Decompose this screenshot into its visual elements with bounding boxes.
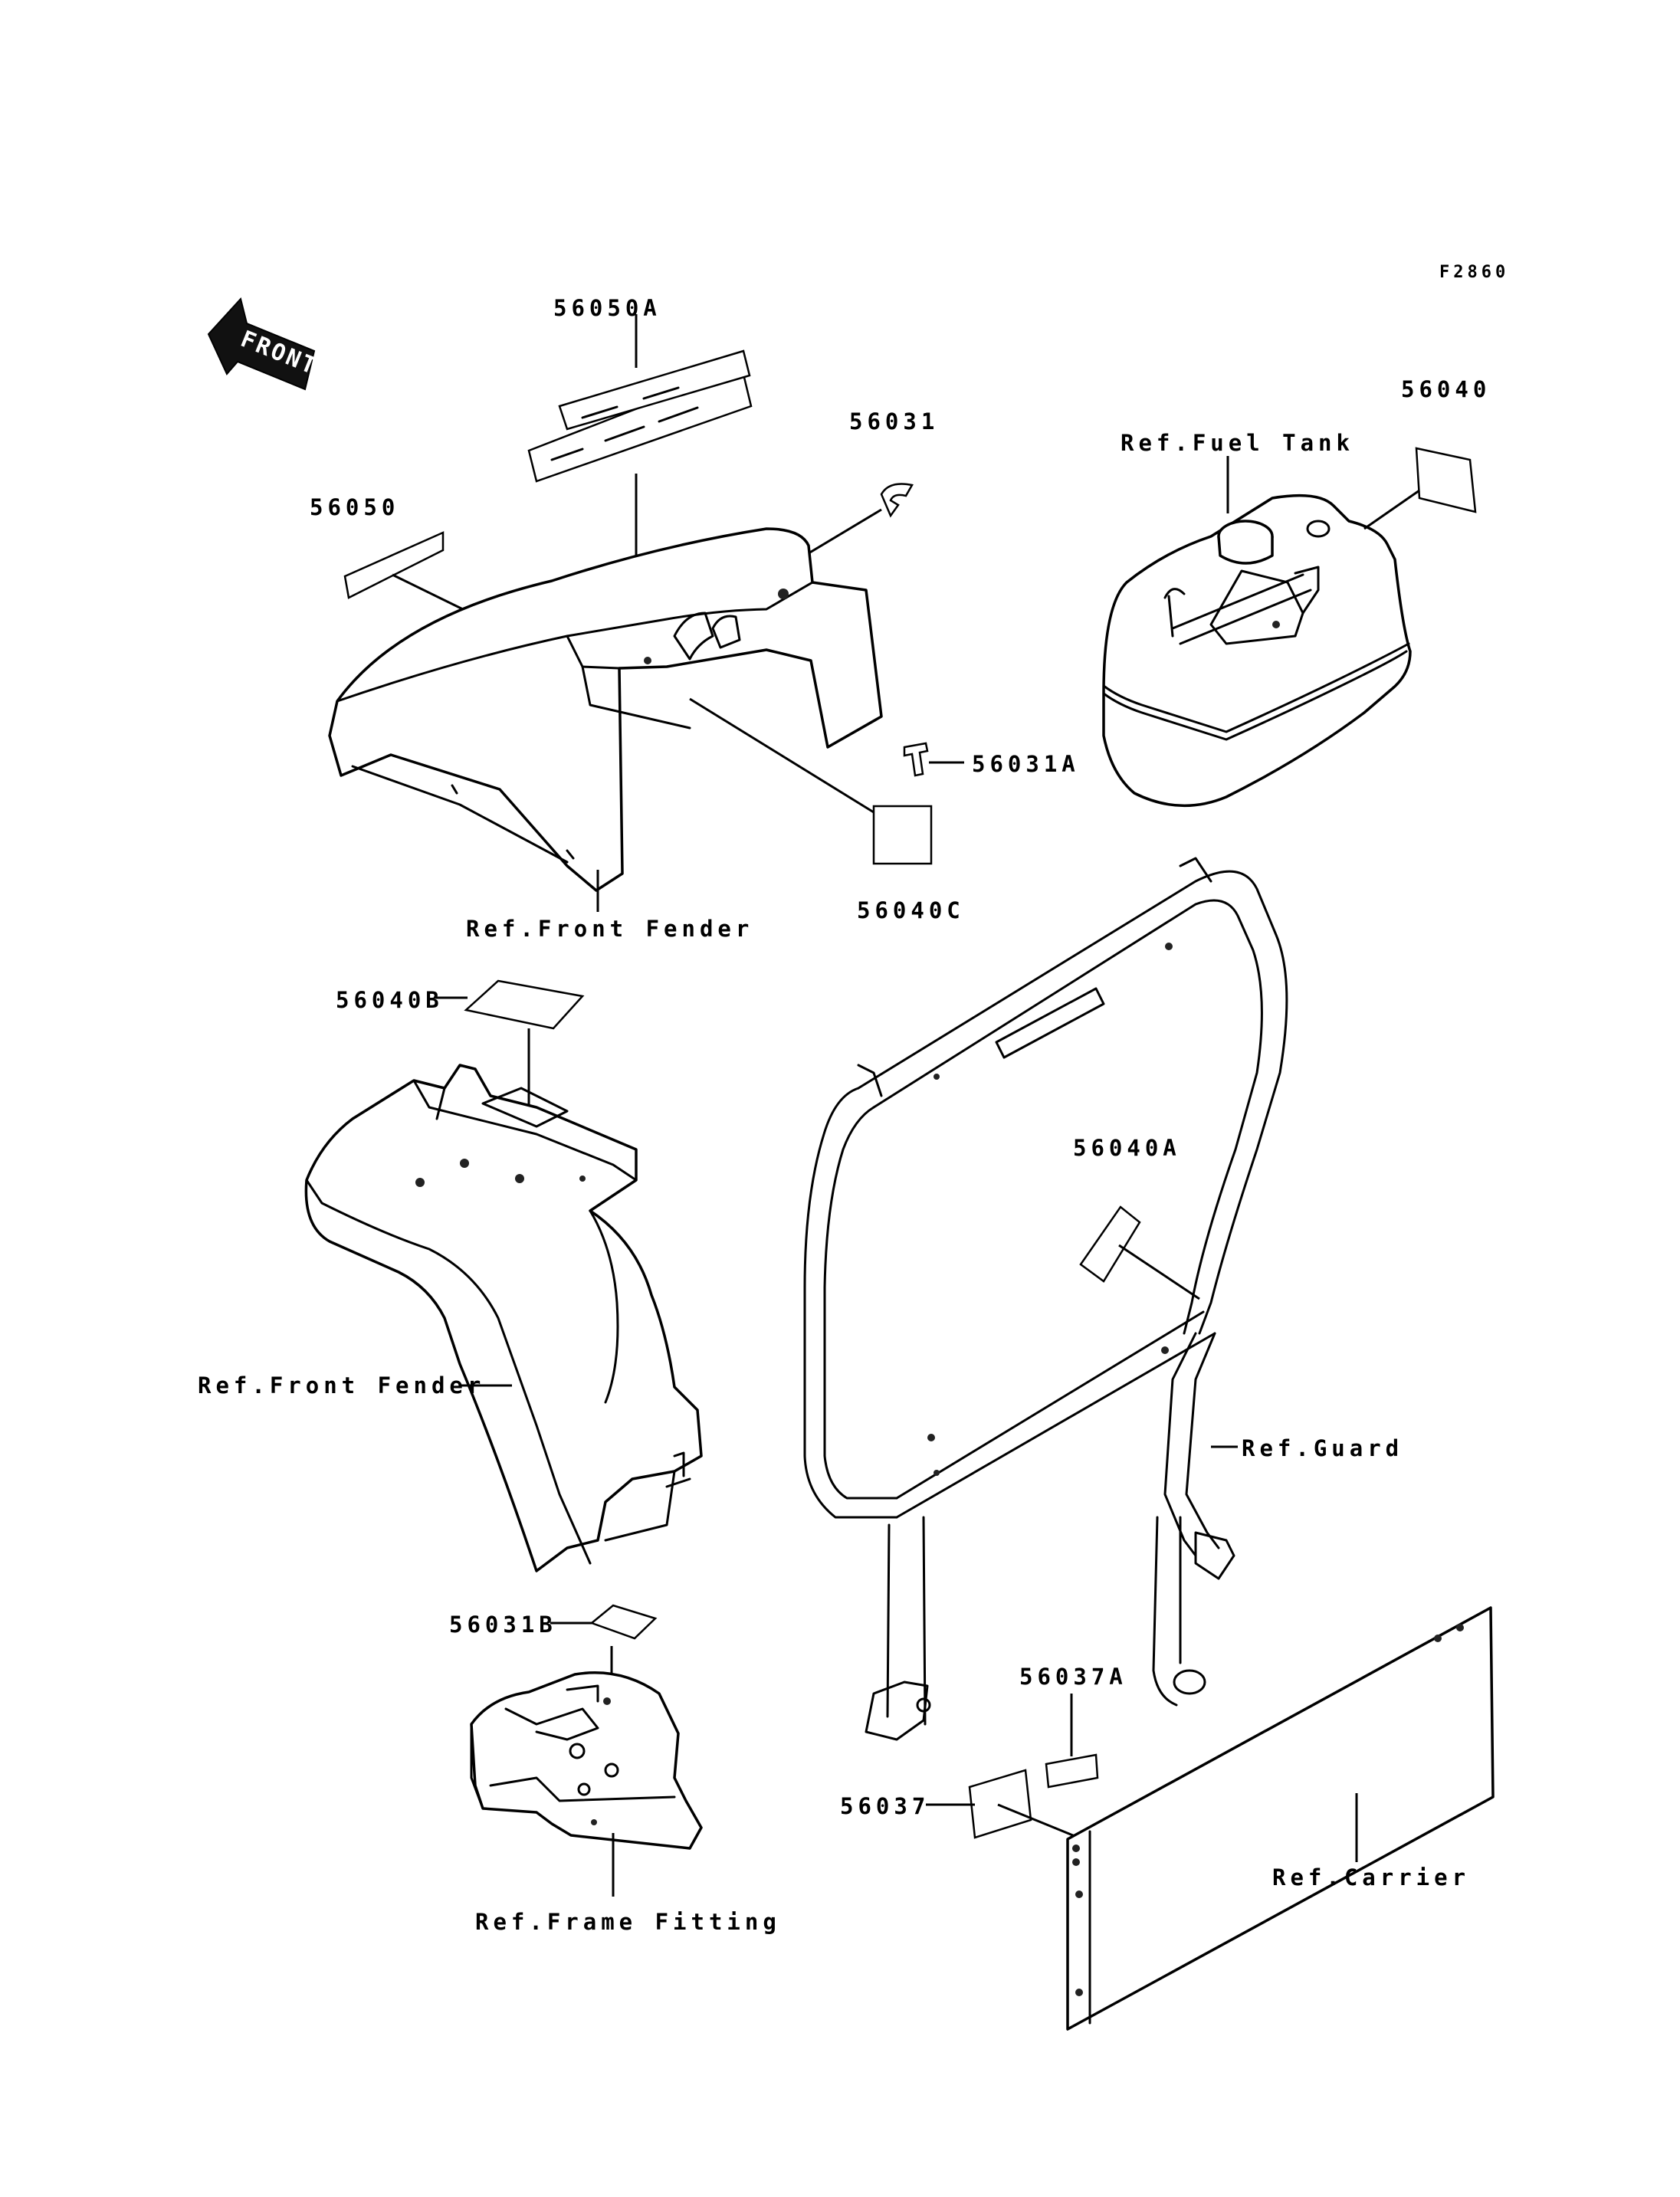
decal-56050: [343, 531, 445, 599]
front-arrow-icon: FRONT: [207, 297, 322, 391]
label-56031: 56031: [849, 408, 939, 434]
label-56040: 56040: [1401, 376, 1491, 402]
decal-56031a: [903, 742, 929, 777]
label-ref-front-fender-mid: Ref.Front Fender: [198, 1372, 485, 1399]
decal-56031b: [589, 1604, 658, 1640]
label-56037a: 56037A: [1019, 1664, 1127, 1690]
label-56031b: 56031B: [449, 1612, 557, 1638]
label-ref-front-fender-top: Ref.Front Fender: [466, 916, 753, 942]
leader-56040a: [1118, 1244, 1200, 1300]
label-56040b: 56040B: [336, 987, 444, 1013]
leader-56037: [997, 1803, 1083, 1841]
fuel-tank: [1102, 494, 1412, 808]
label-56040a: 56040A: [1073, 1135, 1181, 1161]
label-56031a: 56031A: [972, 751, 1080, 777]
label-56050a: 56050A: [553, 295, 661, 321]
guard: [803, 857, 1288, 1741]
decal-56040a: [1079, 1205, 1141, 1283]
carrier: [1066, 1606, 1495, 2031]
label-56050: 56050: [310, 494, 399, 520]
label-ref-guard: Ref.Guard: [1242, 1435, 1403, 1461]
label-ref-carrier: Ref.Carrier: [1272, 1864, 1470, 1890]
label-ref-frame-fitting: Ref.Frame Fitting: [475, 1909, 781, 1935]
label-ref-fuel-tank: Ref.Fuel Tank: [1121, 430, 1354, 456]
decal-56050a: [527, 349, 753, 483]
leader-56040c: [689, 697, 874, 814]
decal-56031: [880, 483, 914, 518]
diagram-code: F2860: [1439, 263, 1509, 282]
decal-56037a: [1045, 1753, 1099, 1789]
decal-56040: [1415, 447, 1477, 513]
decal-56040c: [872, 805, 933, 865]
leader-56050: [392, 573, 468, 613]
leader-56040: [1363, 489, 1420, 530]
front-fender-upper: [328, 314, 914, 892]
label-56037: 56037: [840, 1793, 930, 1819]
frame-fitting: [470, 1671, 703, 1850]
decal-56040b: [464, 979, 585, 1030]
label-56040c: 56040C: [857, 897, 965, 923]
front-fender-lower: [304, 1064, 703, 1572]
decal-56037: [968, 1769, 1032, 1839]
